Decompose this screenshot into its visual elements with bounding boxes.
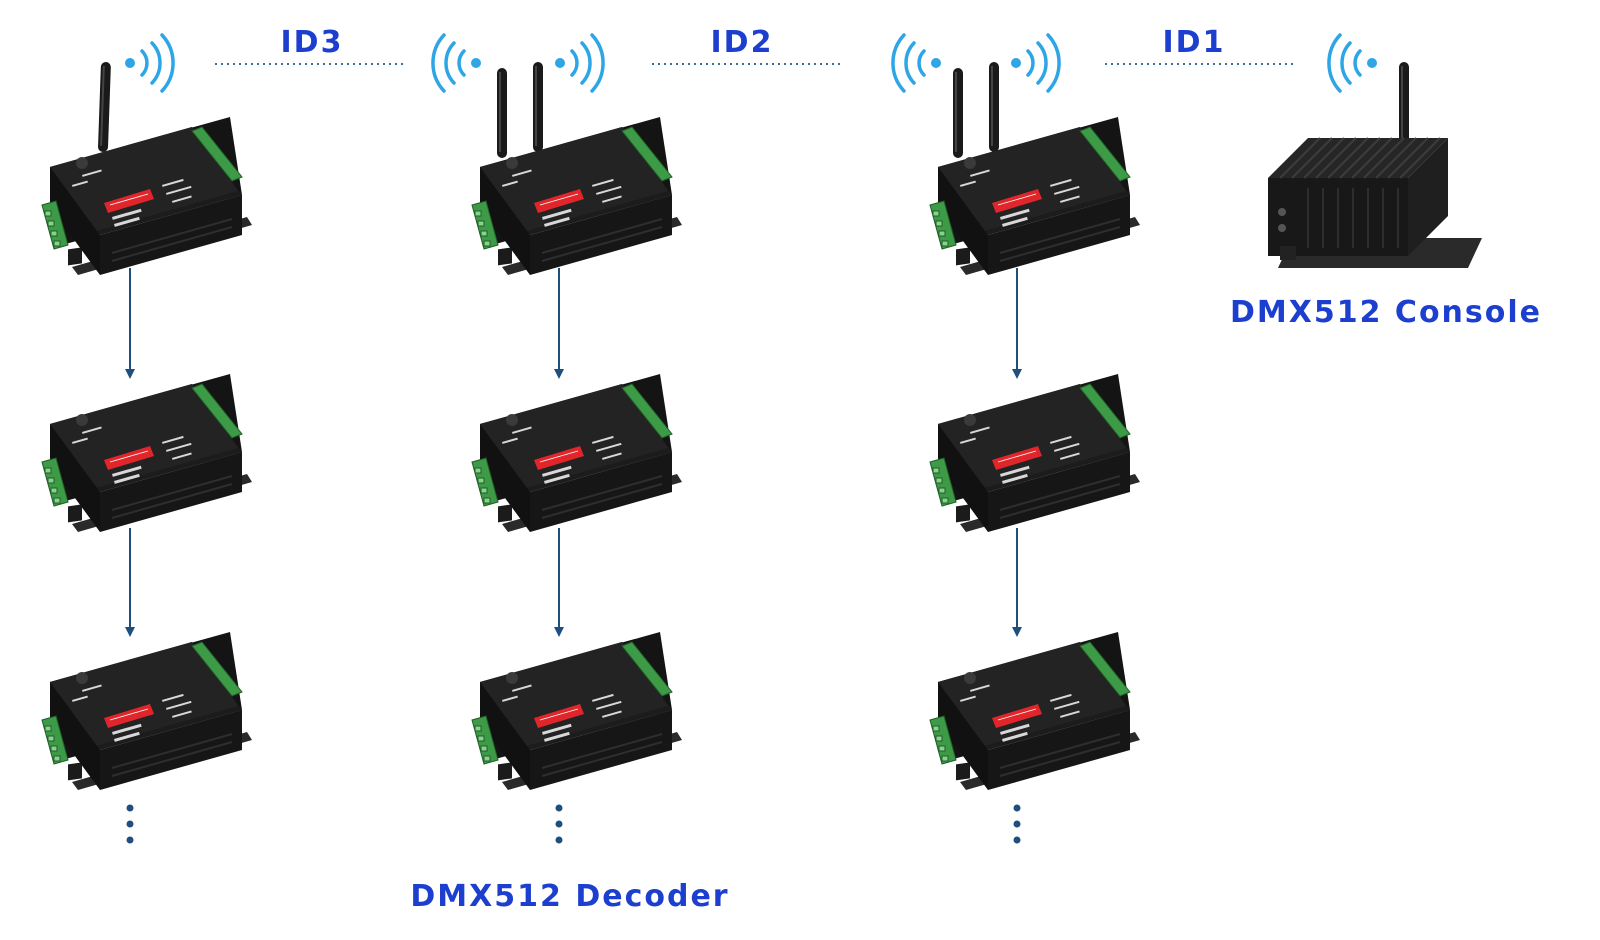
- console-caption: DMX512 Console: [1230, 295, 1542, 330]
- link-label-id3: ID3: [281, 25, 344, 60]
- decoder-device: [471, 373, 683, 533]
- vertical-ellipsis-icon: [1013, 804, 1021, 844]
- decoder-device: [41, 631, 253, 791]
- antenna: [953, 68, 963, 158]
- wifi-signal-icon: [1009, 33, 1061, 93]
- decoder-device: [929, 631, 1141, 791]
- antenna: [533, 62, 543, 152]
- dmx-console-device: [1267, 137, 1483, 269]
- decoder-column-3: [891, 33, 1141, 844]
- link-label-id1: ID1: [1163, 25, 1226, 60]
- decoder-device: [41, 116, 253, 276]
- vertical-ellipsis-icon: [126, 804, 134, 844]
- decoder-device: [41, 373, 253, 533]
- wifi-signal-icon: [553, 33, 605, 93]
- antenna: [497, 68, 507, 158]
- decoder-column-1: [41, 33, 253, 844]
- wifi-signal-icon: [891, 33, 943, 93]
- vertical-ellipsis-icon: [555, 804, 563, 844]
- link-label-id2: ID2: [711, 25, 774, 60]
- antenna: [989, 62, 999, 152]
- wifi-signal-icon: [431, 33, 483, 93]
- decoder-column-2: [431, 33, 683, 844]
- decoder-device: [471, 631, 683, 791]
- decoder-caption: DMX512 Decoder: [410, 879, 729, 914]
- decoder-device: [929, 373, 1141, 533]
- antenna: [97, 61, 111, 153]
- console-group: [1267, 33, 1483, 269]
- wifi-signal-icon: [1327, 33, 1379, 93]
- wifi-signal-icon: [123, 33, 175, 93]
